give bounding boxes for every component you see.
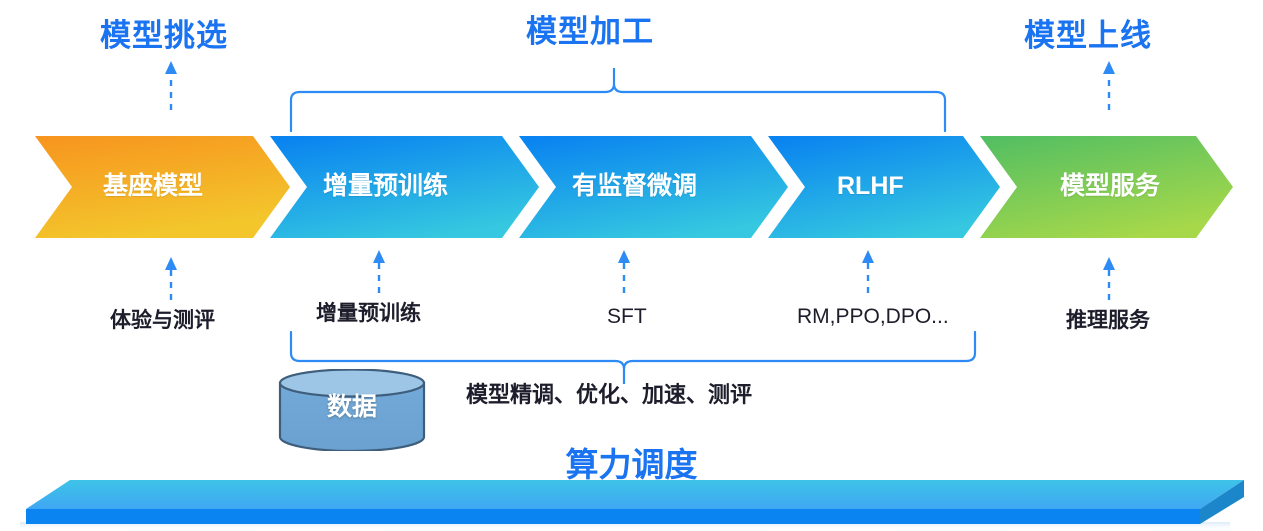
pipeline-banner: 基座模型 增量预训练 有监督微调 RLHF 模型服务 xyxy=(0,136,1263,238)
top-brace-model-processing xyxy=(289,68,947,133)
compute-scheduling-title: 算力调度 xyxy=(565,446,698,483)
section-title-model-processing: 模型加工 xyxy=(526,14,654,49)
pipeline-stage-shape-pretrain xyxy=(270,136,539,238)
pipeline-stage-shape-model-service xyxy=(980,136,1233,238)
arrowhead-icon-eval xyxy=(165,257,177,270)
caption-label-rlhf: RM,PPO,DPO... xyxy=(797,305,949,328)
pipeline-stage-label-base-model: 基座模型 xyxy=(103,172,204,200)
caption-label-inference: 推理服务 xyxy=(1066,309,1150,332)
arrowhead-icon-sft xyxy=(618,250,630,263)
section-title-model-deployment: 模型上线 xyxy=(1024,18,1152,53)
arrowhead-icon-inference xyxy=(1103,257,1115,270)
pipeline-stage-shape-rlhf xyxy=(768,136,1000,238)
compute-scheduling-slab xyxy=(20,480,1244,531)
database-label: 数据 xyxy=(326,393,377,421)
arrowhead-icon-rlhf xyxy=(862,250,874,263)
pipeline-stage-shape-sft xyxy=(519,136,788,238)
section-title-model-selection: 模型挑选 xyxy=(100,18,228,53)
caption-label-pretrain: 增量预训练 xyxy=(316,302,421,325)
database-cylinder-icon xyxy=(278,369,426,451)
arrowhead-icon-model-deployment xyxy=(1103,61,1115,74)
pipeline-stage-label-rlhf: RLHF xyxy=(837,172,904,200)
slab-top-face xyxy=(26,480,1244,509)
pipeline-stage-label-model-service: 模型服务 xyxy=(1060,172,1161,200)
pipeline-stage-label-sft: 有监督微调 xyxy=(572,172,698,200)
processing-note-label: 模型精调、优化、加速、测评 xyxy=(466,382,753,407)
caption-label-sft: SFT xyxy=(607,305,647,328)
pipeline-stage-label-pretrain: 增量预训练 xyxy=(323,172,449,200)
slab-side-face xyxy=(1200,480,1244,524)
caption-label-eval: 体验与测评 xyxy=(110,309,215,332)
pipeline-stage-shape-base-model xyxy=(35,136,290,238)
slab-front-face xyxy=(26,509,1200,524)
arrowhead-icon-pretrain xyxy=(373,250,385,263)
arrowhead-icon-model-selection xyxy=(165,61,177,74)
